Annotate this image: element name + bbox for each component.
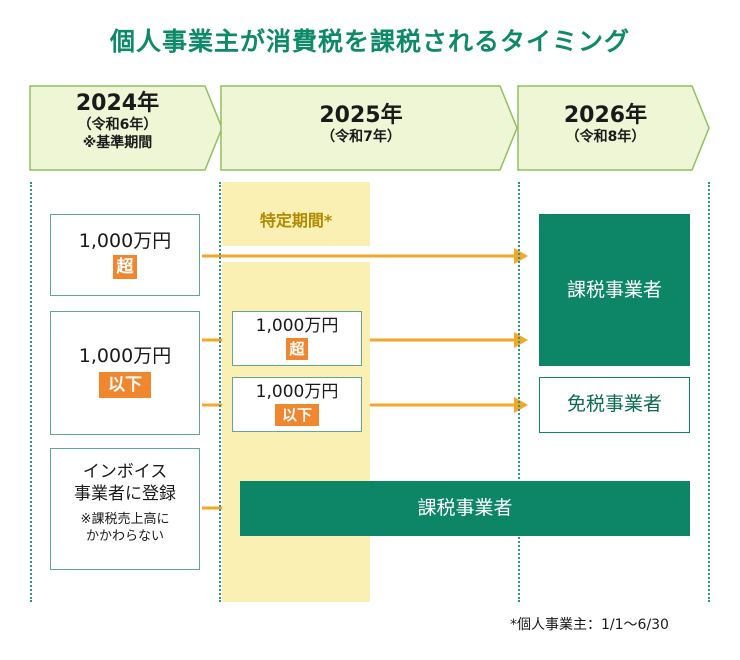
specific-period-header <box>222 182 370 246</box>
footnote: *個人事業主：1/1〜6/30 <box>510 617 669 633</box>
era-2025: （令和7年） <box>321 129 401 145</box>
era-2026: （令和8年） <box>565 129 646 145</box>
invoice-note2: かかわらない <box>85 529 164 544</box>
sales-under-amount: 1,000万円 <box>78 345 172 367</box>
timeline-divider <box>219 182 221 602</box>
sales-under-box: 1,000万円 以下 <box>50 311 200 435</box>
base-period-note: ※基準期間 <box>82 135 153 151</box>
year-2025-banner <box>220 85 518 171</box>
specific-over-tag: 超 <box>286 338 308 360</box>
specific-over-box: 1,000万円 超 <box>232 311 362 366</box>
invoice-line2: 事業者に登録 <box>74 484 176 504</box>
specific-under-amount: 1,000万円 <box>255 382 339 402</box>
specific-over-amount: 1,000万円 <box>255 316 339 336</box>
year-2026-banner <box>517 85 710 171</box>
specific-period-label: 特定期間* <box>259 211 333 230</box>
invoice-line1: インボイス <box>82 462 168 482</box>
year-2025: 2025年 <box>319 103 403 128</box>
sales-over-box: 1,000万円 超 <box>50 214 200 296</box>
taxable-business-result: 課税事業者 <box>539 214 690 366</box>
year-2026: 2026年 <box>563 103 648 128</box>
exempt-business-result: 免税事業者 <box>539 377 690 433</box>
sales-under-tag: 以下 <box>99 372 151 398</box>
timeline-divider <box>30 182 32 602</box>
timeline-divider <box>518 182 520 602</box>
invoice-taxable-result: 課税事業者 <box>240 481 690 536</box>
specific-under-box: 1,000万円 以下 <box>232 377 362 432</box>
diagram-title: 個人事業主が消費税を課税されるタイミング <box>109 27 630 56</box>
timeline-divider <box>708 182 710 602</box>
year-2024-label: 2024年 （令和6年） ※基準期間 <box>30 92 205 152</box>
year-2024-banner <box>29 85 223 171</box>
sales-over-amount: 1,000万円 <box>78 230 172 252</box>
era-2024: （令和6年） <box>77 117 158 133</box>
invoice-note1: ※課税売上高に <box>80 512 170 527</box>
year-2025-label: 2025年 （令和7年） <box>221 104 501 146</box>
specific-under-tag: 以下 <box>275 404 319 426</box>
year-2024: 2024年 <box>75 91 160 116</box>
invoice-registration-box: インボイス 事業者に登録 ※課税売上高に かかわらない <box>50 448 200 570</box>
sales-over-tag: 超 <box>113 255 137 279</box>
year-2026-label: 2026年 （令和8年） <box>518 104 693 146</box>
